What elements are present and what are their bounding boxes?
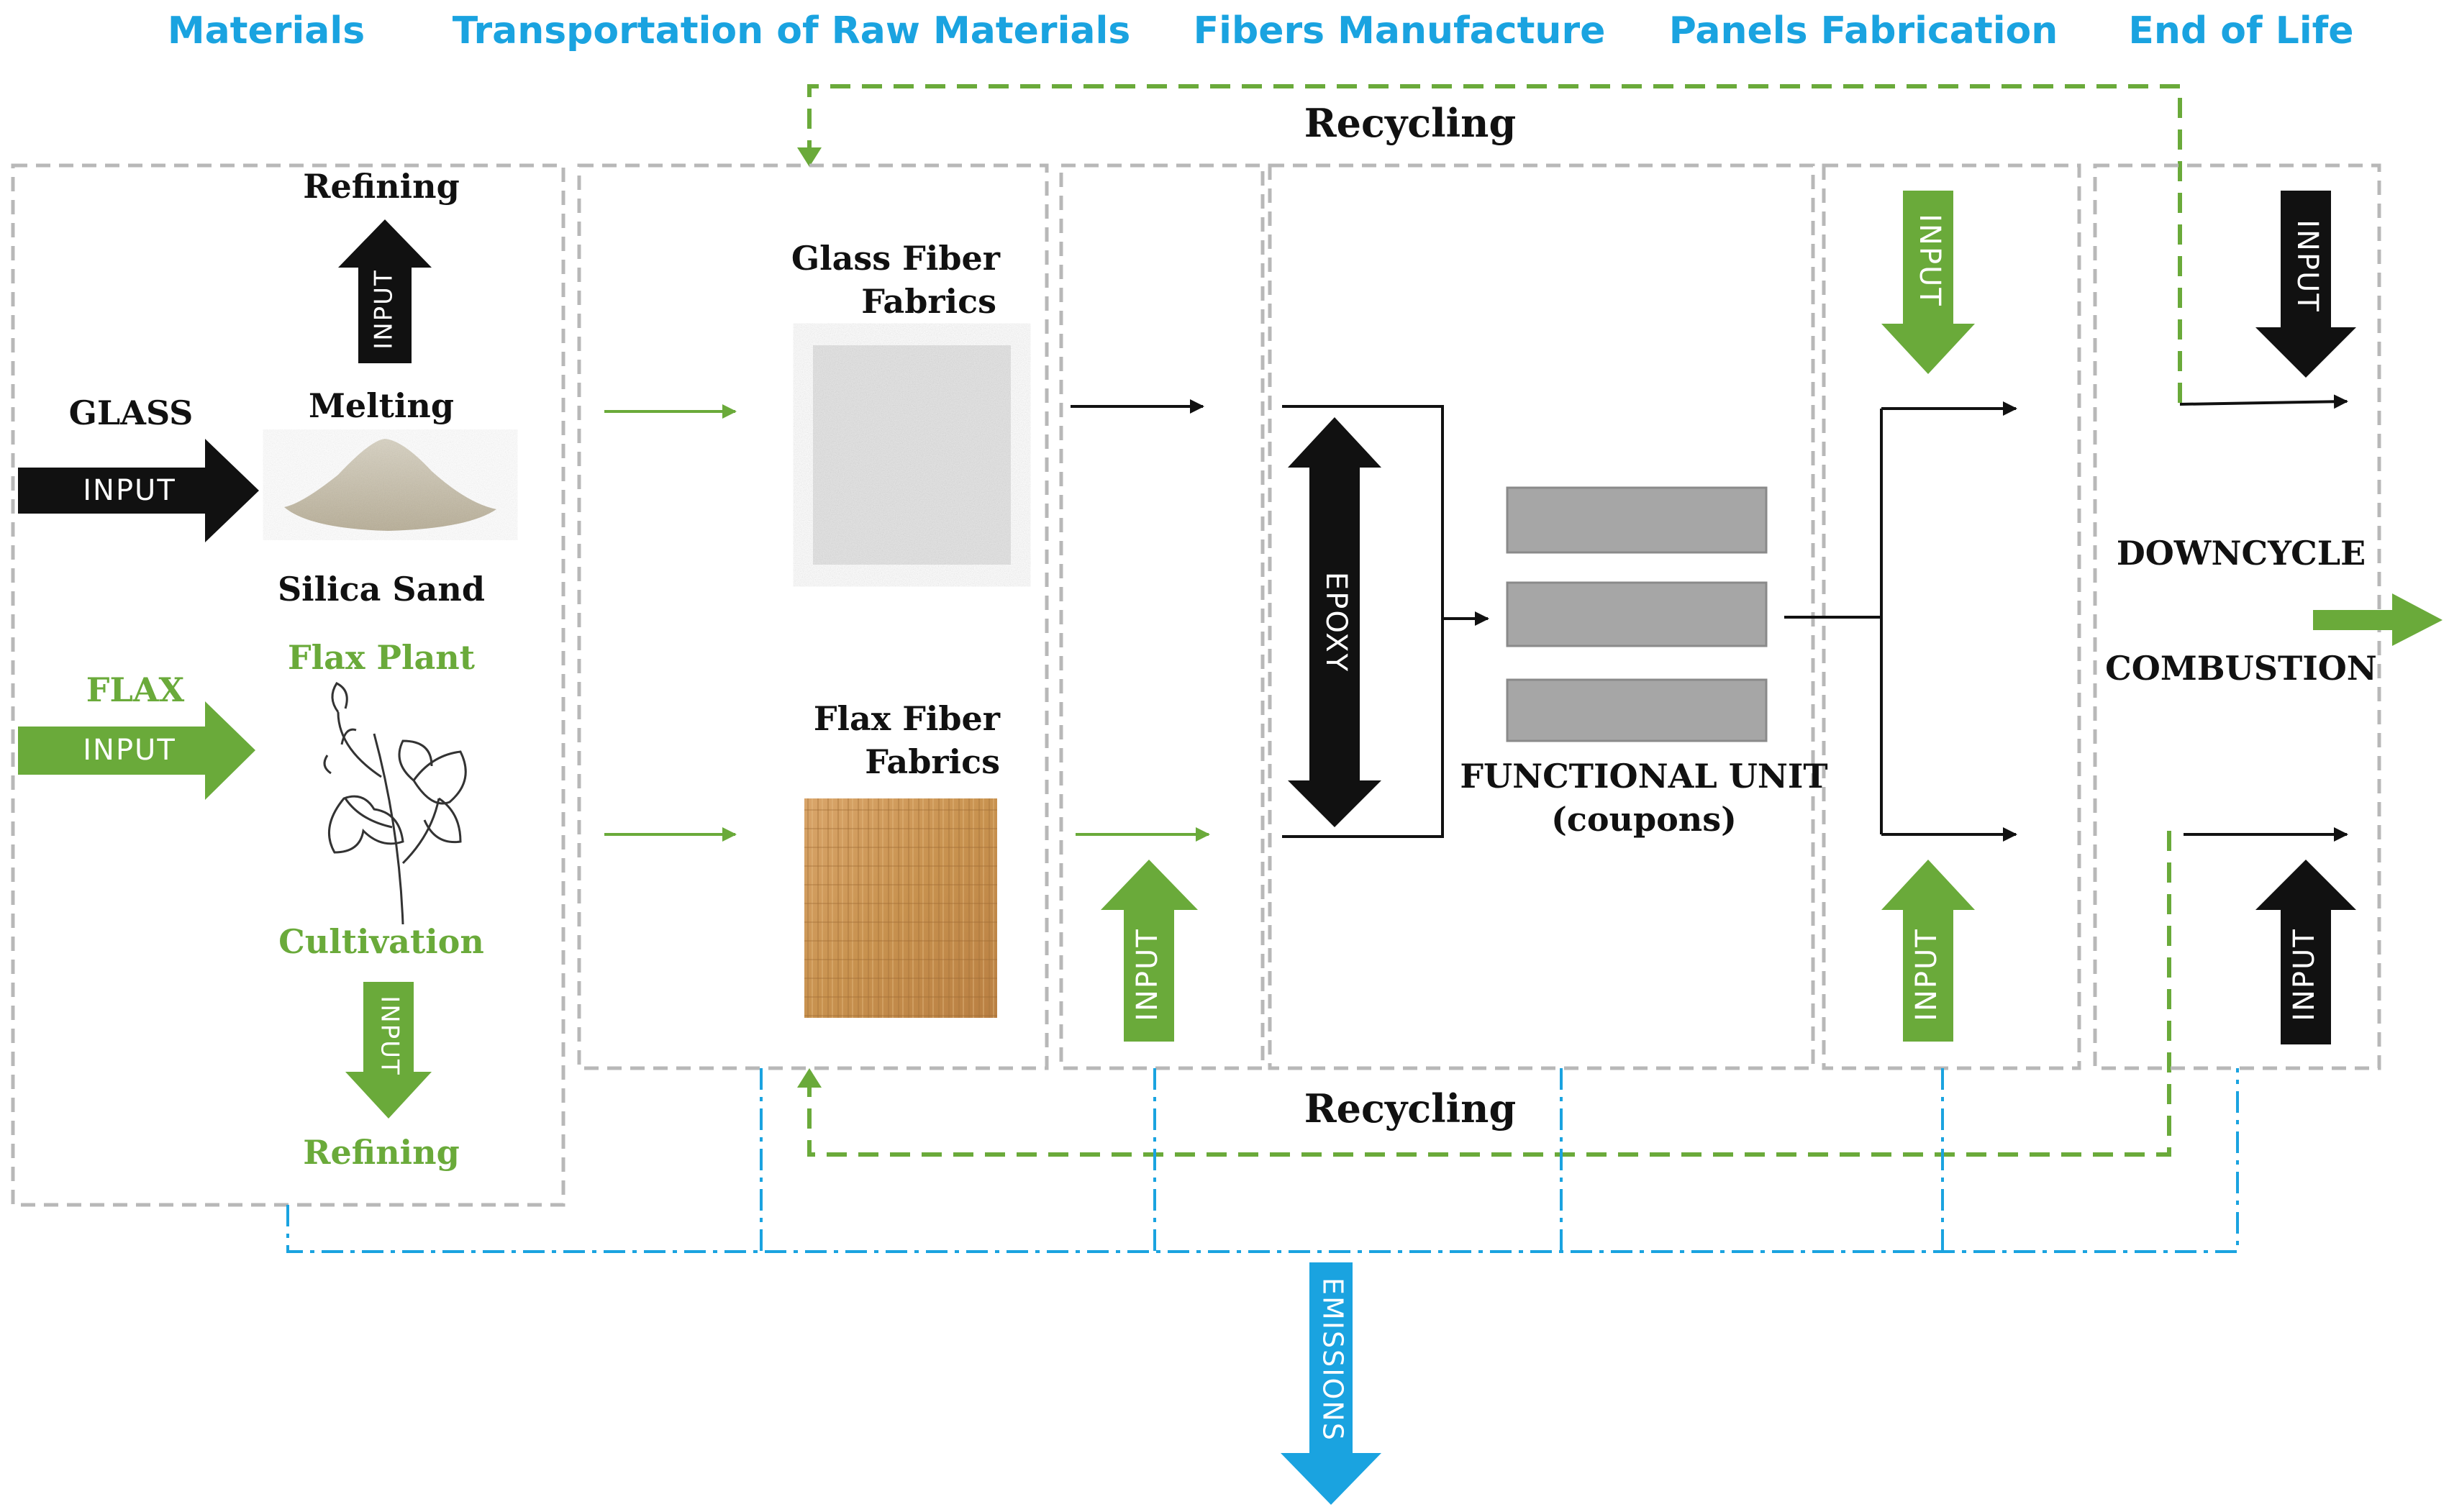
glass-label: GLASS	[69, 393, 194, 432]
flax-fiber-image	[804, 798, 997, 1018]
eol-input-text-top: INPUT	[2291, 219, 2324, 313]
recycling-loop-top	[807, 84, 2182, 403]
glass-input-arrow: INPUT	[18, 439, 259, 542]
panels-input-text-bottom: INPUT	[1910, 928, 1943, 1021]
combustion-label: COMBUSTION	[2105, 649, 2377, 688]
cultivation-input-text: INPUT	[376, 996, 404, 1076]
downcycle-label: DOWNCYCLE	[2117, 534, 2366, 573]
stage-title-transport: Transportation of Raw Materials	[453, 9, 1131, 53]
coupon-1	[1506, 486, 1768, 554]
panels-input-arrow-top: INPUT	[1881, 191, 1975, 374]
coupon-2	[1506, 581, 1768, 647]
eol-input-arrow-top: INPUT	[2255, 191, 2356, 378]
stage-title-panels: Panels Fabrication	[1669, 9, 2058, 53]
silica-sand-label: Silica Sand	[278, 570, 485, 609]
eol-output-arrow	[2313, 593, 2443, 646]
glass-fiber-image	[813, 345, 1011, 565]
coupon-3	[1506, 678, 1768, 742]
silica-sand-image	[284, 439, 496, 531]
emissions-arrow: EMISSIONS	[1281, 1262, 1381, 1505]
recycling-label-bottom: Recycling	[1304, 1085, 1516, 1131]
panels-bracket	[1784, 409, 1883, 834]
melting-label: Melting	[309, 386, 454, 425]
epoxy-text: EPOXY	[1319, 572, 1353, 673]
flax-input-text: INPUT	[83, 734, 176, 767]
manufacture-bracket	[1282, 405, 1444, 838]
functional-unit-label-1: FUNCTIONAL UNIT	[1460, 757, 1827, 796]
flax-plant-label: Flax Plant	[288, 638, 476, 677]
flax-fabric-label-1: Flax Fiber	[814, 699, 1001, 738]
epoxy-double-arrow: EPOXY	[1288, 417, 1381, 827]
glass-fabric-label-1: Glass Fiber	[791, 239, 1001, 278]
flax-fabric-label-2: Fabrics	[865, 742, 1000, 781]
recycling-bottom-arrowhead	[797, 1068, 822, 1088]
glass-fabric-label-2: Fabrics	[861, 282, 996, 321]
refining-bottom-label: Refining	[303, 1133, 459, 1172]
box-end-of-life	[2093, 163, 2381, 1070]
flax-label: FLAX	[86, 670, 185, 709]
fiber-input-arrow: INPUT	[1101, 860, 1198, 1042]
eol-input-arrow-bottom: INPUT	[2255, 860, 2356, 1044]
glass-input-text: INPUT	[83, 474, 176, 507]
cultivation-input-arrow: INPUT	[345, 982, 432, 1119]
refining-top-label: Refining	[303, 167, 459, 206]
flax-input-arrow: INPUT	[18, 701, 255, 800]
stage-title-eol: End of Life	[2128, 9, 2353, 53]
stage-title-materials: Materials	[168, 9, 365, 53]
stage-title-fibers: Fibers Manufacture	[1194, 9, 1606, 53]
box-fabrics	[577, 163, 1049, 1070]
box-fiber-input	[1059, 163, 1265, 1070]
panels-input-arrow-bottom: INPUT	[1881, 860, 1975, 1042]
functional-unit-label-2: (coupons)	[1551, 800, 1737, 839]
eol-input-text-bottom: INPUT	[2288, 928, 2321, 1021]
cultivation-label: Cultivation	[278, 922, 484, 961]
recycling-top-arrowhead	[797, 147, 822, 167]
recycling-loop-bottom	[807, 831, 2171, 1157]
refining-input-arrow: INPUT	[338, 219, 432, 363]
panels-input-text-top: INPUT	[1913, 214, 1946, 307]
fiber-input-text: INPUT	[1131, 928, 1164, 1021]
refining-input-text: INPUT	[370, 269, 399, 350]
emissions-label: EMISSIONS	[1317, 1278, 1349, 1442]
emissions-collector	[286, 1068, 2239, 1253]
flax-plant-image	[323, 682, 467, 925]
recycling-label-top: Recycling	[1304, 100, 1516, 146]
eol-flow-top	[2179, 394, 2348, 409]
